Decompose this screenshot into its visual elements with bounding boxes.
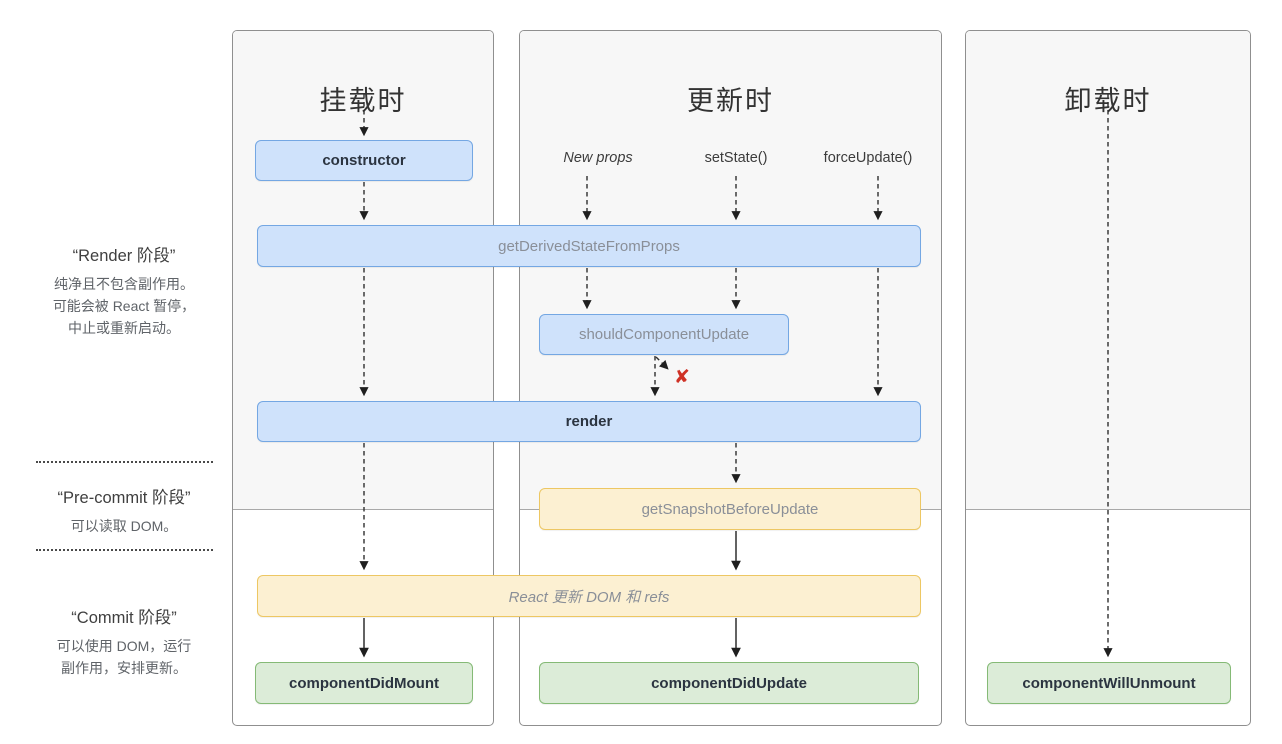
commit-phase-desc-line: 副作用，安排更新。 bbox=[61, 660, 187, 676]
react-updates-dom-refs-box[interactable]: React 更新 DOM 和 refs bbox=[257, 575, 921, 617]
cancel-update-icon: ✘ bbox=[674, 367, 690, 388]
trigger-forceupdate: forceUpdate() bbox=[823, 150, 913, 166]
render-phase-desc-line: 中止或重新启动。 bbox=[68, 320, 180, 336]
phase-separator-line bbox=[36, 549, 213, 551]
trigger-setstate: setState() bbox=[704, 150, 768, 166]
trigger-new-props: New props bbox=[563, 150, 633, 166]
precommit-phase-desc-line: 可以读取 DOM。 bbox=[70, 518, 178, 534]
precommit-phase-title: “Pre-commit 阶段” bbox=[57, 489, 191, 507]
getderivedstatefromprops-box[interactable]: getDerivedStateFromProps bbox=[257, 225, 921, 267]
column-updating: 更新时 bbox=[519, 30, 942, 726]
commit-phase-label: “Commit 阶段” 可以使用 DOM，运行 副作用，安排更新。 bbox=[18, 604, 230, 679]
render-phase-label: “Render 阶段” 纯净且不包含副作用。 可能会被 React 暂停， 中止… bbox=[18, 242, 230, 339]
shouldcomponentupdate-box[interactable]: shouldComponentUpdate bbox=[539, 314, 789, 355]
render-box[interactable]: render bbox=[257, 401, 921, 442]
componentdidupdate-box[interactable]: componentDidUpdate bbox=[539, 662, 919, 704]
column-updating-title: 更新时 bbox=[687, 86, 774, 116]
constructor-box[interactable]: constructor bbox=[255, 140, 473, 181]
column-unmounting: 卸载时 bbox=[965, 30, 1251, 726]
commit-phase-desc-line: 可以使用 DOM，运行 bbox=[56, 638, 192, 654]
precommit-phase-label: “Pre-commit 阶段” 可以读取 DOM。 bbox=[18, 484, 230, 537]
commit-phase-title: “Commit 阶段” bbox=[71, 609, 177, 627]
column-mounting: 挂载时 bbox=[232, 30, 494, 726]
componentwillunmount-box[interactable]: componentWillUnmount bbox=[987, 662, 1231, 704]
column-mounting-title: 挂载时 bbox=[319, 86, 407, 116]
render-phase-desc-line: 纯净且不包含副作用。 bbox=[54, 276, 194, 292]
column-unmounting-title: 卸载时 bbox=[1064, 86, 1152, 116]
render-phase-desc-line: 可能会被 React 暂停， bbox=[52, 298, 196, 314]
getsnapshotbeforeupdate-box[interactable]: getSnapshotBeforeUpdate bbox=[539, 488, 921, 530]
phase-separator-line bbox=[36, 461, 213, 463]
componentdidmount-box[interactable]: componentDidMount bbox=[255, 662, 473, 704]
render-phase-title: “Render 阶段” bbox=[72, 247, 176, 265]
